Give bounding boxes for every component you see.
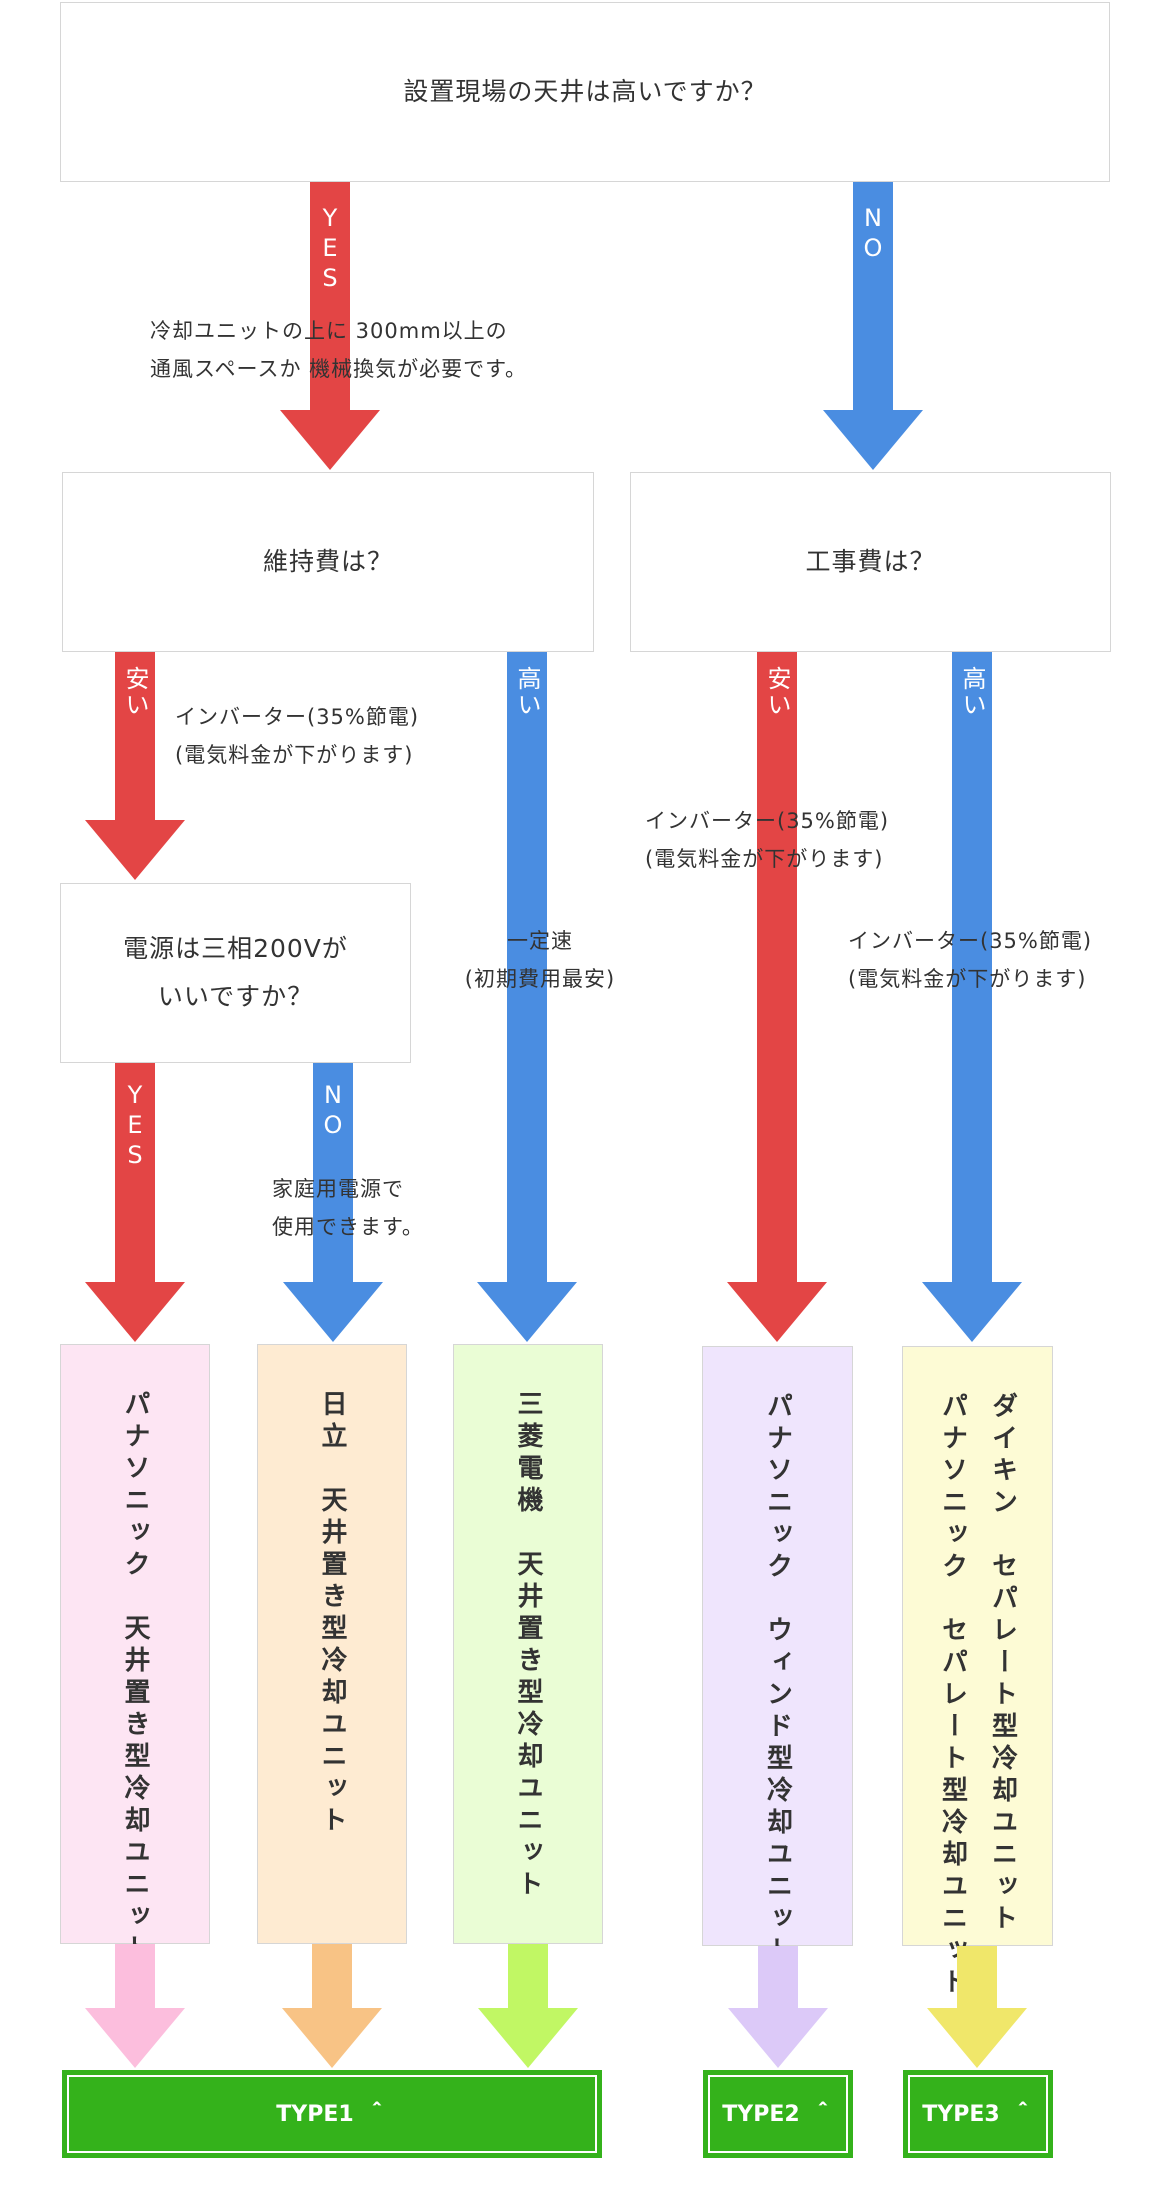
note-inverter-2: インバーター(35%節電) (電気料金が下がります) <box>645 802 889 878</box>
arrow-expensive-label-2: 高い <box>958 666 986 718</box>
chevron-up-icon: ＾ <box>365 2104 388 2129</box>
note-inverter-1-line1: インバーター(35%節電) <box>175 705 420 729</box>
note-inverter-1-line2: (電気料金が下がります) <box>175 743 414 767</box>
arrow-to-type2 <box>728 1946 828 2068</box>
arrow-yes-label: YES <box>316 204 344 294</box>
note-home-power-line1: 家庭用電源で <box>272 1177 404 1201</box>
product-hitachi-ceiling-text: 日立 天井置き型冷却ユニット <box>317 1390 347 1838</box>
type3-button[interactable]: TYPE3 ＾ <box>903 2070 1053 2158</box>
product-separate-type: ダイキン セパレート型冷却ユニット パナソニック セパレート型冷却ユニット <box>902 1346 1053 2000</box>
note-inverter-2-line1: インバーター(35%節電) <box>645 809 890 833</box>
product-mitsubishi-ceiling: 三菱電機 天井置き型冷却ユニット <box>453 1344 603 1944</box>
question-power-supply-line2: いいですか？ <box>157 982 314 1011</box>
arrow-maintenance-expensive: 高い <box>477 652 577 1342</box>
arrow-power-no: NO <box>283 1063 383 1342</box>
arrow-no-label: NO <box>859 204 887 264</box>
product-panasonic-window-text: パナソニック ウィンド型冷却ユニット <box>762 1392 793 1968</box>
type1-button[interactable]: TYPE1 ＾ <box>62 2070 602 2158</box>
product-daikin-separate: ダイキン セパレート型冷却ユニット <box>987 1392 1018 1936</box>
arrow-cheap-label-2: 安い <box>763 666 791 718</box>
product-separate-type-text: ダイキン セパレート型冷却ユニット パナソニック セパレート型冷却ユニット <box>928 1392 1028 2000</box>
note-inverter-1: インバーター(35%節電) (電気料金が下がります) <box>175 698 419 774</box>
arrow-power-yes-label: YES <box>121 1081 149 1171</box>
type1-label: TYPE1 <box>276 2101 354 2127</box>
arrow-construction-expensive: 高い <box>922 652 1022 1342</box>
note-inverter-3-line2: (電気料金が下がります) <box>848 967 1087 991</box>
arrow-yes-high-ceiling: YES <box>280 182 380 470</box>
arrow-to-type1-c <box>478 1944 578 2068</box>
note-inverter-3: インバーター(35%節電) (電気料金が下がります) <box>848 922 1092 998</box>
question-construction-cost-text: 工事費は？ <box>805 547 936 576</box>
arrow-power-no-label: NO <box>319 1081 347 1141</box>
arrow-no-low-ceiling: NO <box>823 182 923 470</box>
note-fixed-speed: 一定速 (初期費用最安) <box>460 922 620 998</box>
note-home-power: 家庭用電源で 使用できます。 <box>272 1170 424 1246</box>
arrow-power-yes: YES <box>85 1063 185 1342</box>
product-panasonic-separate: パナソニック セパレート型冷却ユニット <box>937 1392 968 2000</box>
note-ventilation-space: 冷却ユニットの上に 300mm以上の 通風スペースか 機械換気が必要です。 <box>150 312 527 388</box>
question-ceiling-height: 設置現場の天井は高いですか？ <box>60 2 1110 182</box>
chevron-up-icon: ＾ <box>1011 2104 1034 2129</box>
product-panasonic-ceiling: パナソニック 天井置き型冷却ユニット <box>60 1344 210 1966</box>
note-ventilation-line1: 冷却ユニットの上に 300mm以上の <box>150 319 508 343</box>
question-power-supply: 電源は三相200Vが いいですか？ <box>60 883 411 1063</box>
note-home-power-line2: 使用できます。 <box>272 1215 424 1239</box>
arrow-to-type1-b <box>282 1944 382 2068</box>
product-mitsubishi-ceiling-text: 三菱電機 天井置き型冷却ユニット <box>513 1390 543 1902</box>
question-construction-cost: 工事費は？ <box>630 472 1111 652</box>
note-fixed-speed-line2: (初期費用最安) <box>464 967 616 991</box>
arrow-construction-cheap: 安い <box>727 652 827 1342</box>
question-maintenance-cost: 維持費は？ <box>62 472 594 652</box>
question-power-supply-line1: 電源は三相200Vが <box>123 934 348 963</box>
arrow-maintenance-cheap: 安い <box>85 652 185 880</box>
type3-label: TYPE3 <box>922 2101 1000 2127</box>
question-ceiling-height-text: 設置現場の天井は高いですか？ <box>403 77 767 106</box>
type2-button[interactable]: TYPE2 ＾ <box>703 2070 853 2158</box>
arrow-to-type1-a <box>85 1944 185 2068</box>
note-inverter-3-line1: インバーター(35%節電) <box>848 929 1093 953</box>
question-maintenance-cost-text: 維持費は？ <box>262 547 393 576</box>
chevron-up-icon: ＾ <box>811 2104 834 2129</box>
product-panasonic-window: パナソニック ウィンド型冷却ユニット <box>702 1346 853 1968</box>
note-inverter-2-line2: (電気料金が下がります) <box>645 847 884 871</box>
note-fixed-speed-line1: 一定速 <box>507 929 573 953</box>
arrow-to-type3 <box>927 1946 1027 2068</box>
product-hitachi-ceiling: 日立 天井置き型冷却ユニット <box>257 1344 407 1944</box>
note-ventilation-line2: 通風スペースか 機械換気が必要です。 <box>150 357 528 381</box>
arrow-cheap-label: 安い <box>121 666 149 718</box>
type2-label: TYPE2 <box>722 2101 800 2127</box>
arrow-expensive-label: 高い <box>513 666 541 718</box>
product-panasonic-ceiling-text: パナソニック 天井置き型冷却ユニット <box>120 1390 150 1966</box>
